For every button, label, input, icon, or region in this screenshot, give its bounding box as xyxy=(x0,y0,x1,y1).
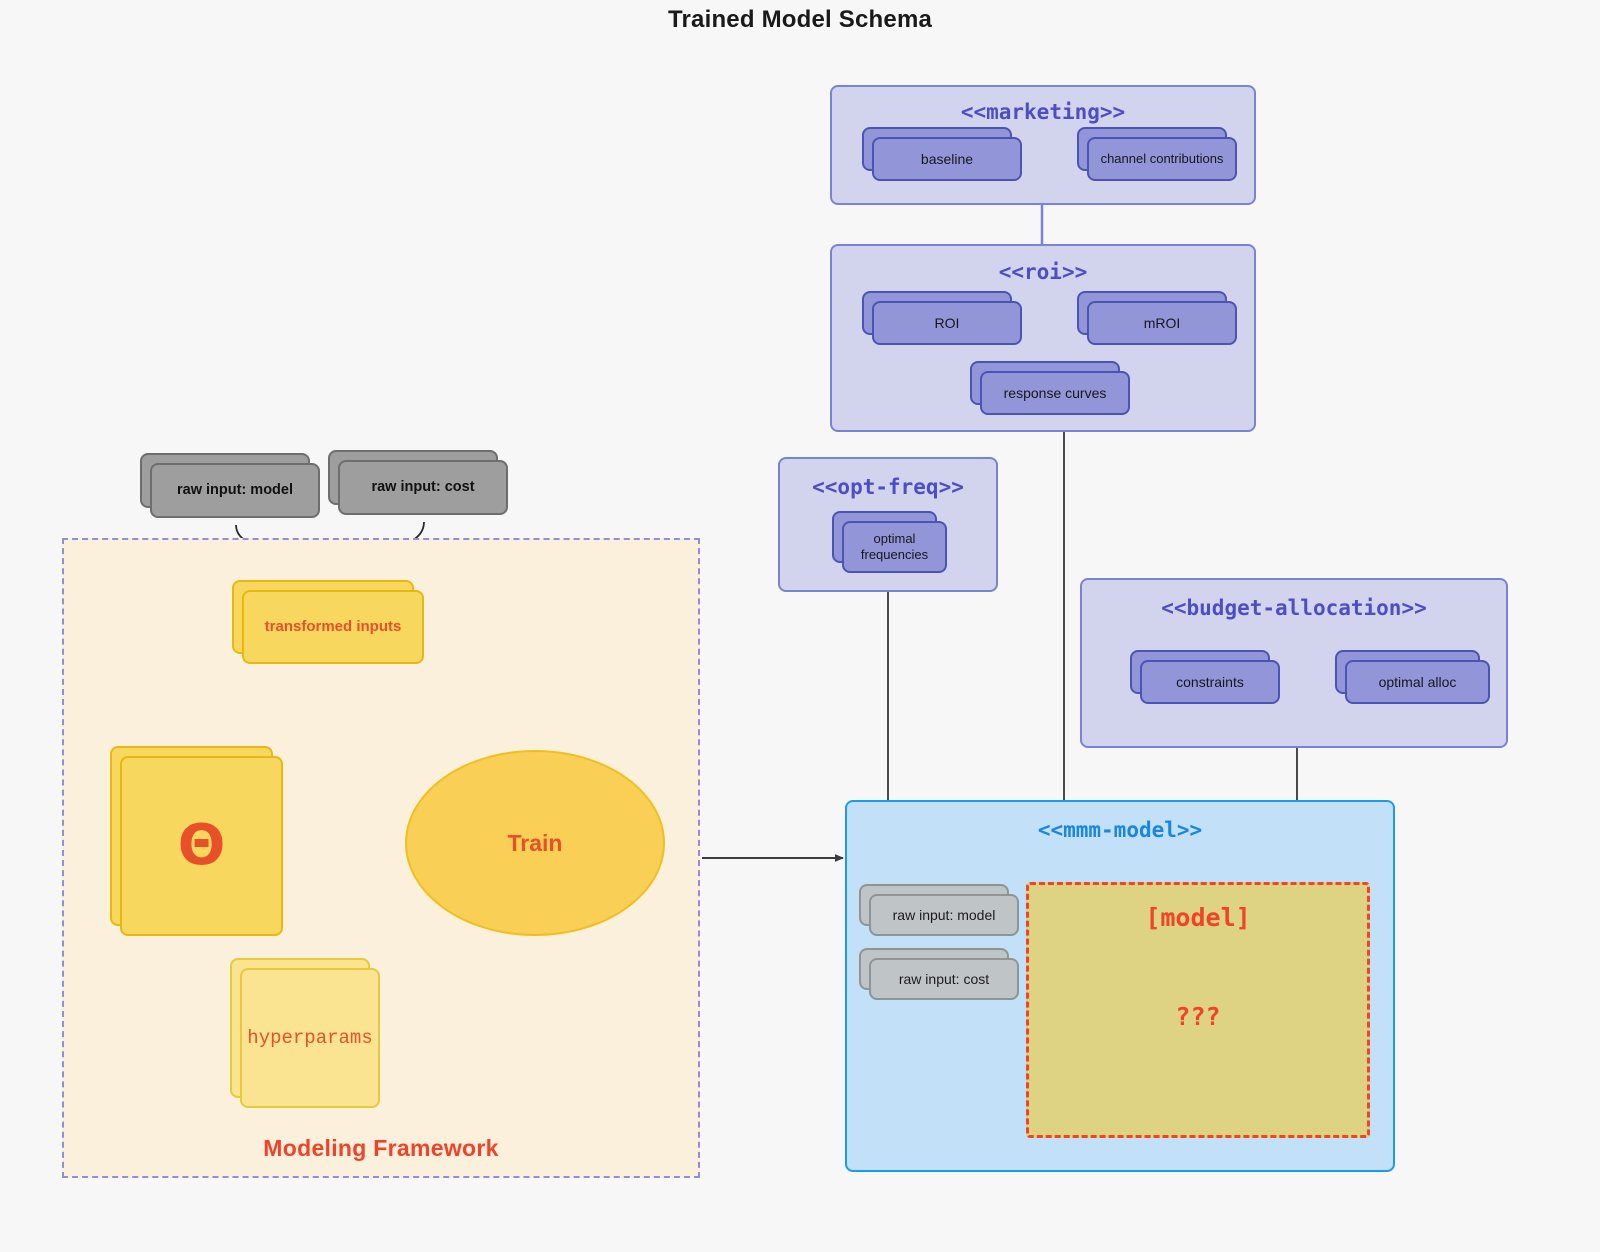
element-label: optimal frequencies xyxy=(860,531,929,562)
element-mroi[interactable]: mROI xyxy=(1077,291,1237,345)
element-response-curves[interactable]: response curves xyxy=(970,361,1130,415)
package-marketing[interactable]: <<marketing>> baseline channel contribut… xyxy=(830,85,1256,205)
card-face: response curves xyxy=(980,371,1130,415)
card-face: baseline xyxy=(872,137,1022,181)
element-label: optimal alloc xyxy=(1378,673,1457,690)
card-face: raw input: model xyxy=(150,463,320,518)
element-optimal-alloc[interactable]: optimal alloc xyxy=(1335,650,1490,704)
card-face: raw input: model xyxy=(869,894,1019,936)
card-face: Θ xyxy=(120,756,283,936)
element-baseline[interactable]: baseline xyxy=(862,127,1022,181)
external-raw-input-model[interactable]: raw input: model xyxy=(140,453,320,518)
element-roi[interactable]: ROI xyxy=(862,291,1022,345)
card-face: optimal alloc xyxy=(1345,660,1490,704)
card-face: transformed inputs xyxy=(242,590,424,664)
card-face: constraints xyxy=(1140,660,1280,704)
package-marketing-title: <<marketing>> xyxy=(960,100,1126,124)
element-label: raw input: cost xyxy=(898,970,990,987)
package-mmm-model-title: <<mmm-model>> xyxy=(1037,818,1203,842)
element-mmm-raw-input-model[interactable]: raw input: model xyxy=(859,884,1019,936)
element-mmm-raw-input-cost[interactable]: raw input: cost xyxy=(859,948,1019,1000)
transformed-inputs-card[interactable]: transformed inputs xyxy=(232,580,424,664)
element-label: baseline xyxy=(920,150,974,167)
element-label: channel contributions xyxy=(1100,151,1224,167)
element-label: transformed inputs xyxy=(264,618,402,635)
element-label: raw input: cost xyxy=(371,478,475,495)
hyperparams-card[interactable]: hyperparams xyxy=(230,958,380,1108)
train-process-node[interactable]: Train xyxy=(405,750,665,936)
element-label: mROI xyxy=(1143,314,1181,331)
model-placeholder-box[interactable]: [model] ??? xyxy=(1026,882,1370,1138)
element-optimal-frequencies[interactable]: optimal frequencies xyxy=(832,511,947,573)
package-budget-allocation[interactable]: <<budget-allocation>> constraints optima… xyxy=(1080,578,1508,748)
card-face: ROI xyxy=(872,301,1022,345)
modeling-framework-label: Modeling Framework xyxy=(263,1135,499,1161)
train-label: Train xyxy=(507,829,563,856)
card-face: mROI xyxy=(1087,301,1237,345)
external-raw-input-cost[interactable]: raw input: cost xyxy=(328,450,508,515)
element-label: hyperparams xyxy=(247,1026,373,1049)
element-label: raw input: model xyxy=(892,906,996,923)
package-budget-allocation-title: <<budget-allocation>> xyxy=(1161,596,1427,620)
element-label: constraints xyxy=(1176,673,1244,690)
package-roi-title: <<roi>> xyxy=(998,260,1088,284)
element-constraints[interactable]: constraints xyxy=(1130,650,1280,704)
card-face: optimal frequencies xyxy=(842,521,947,573)
card-face: channel contributions xyxy=(1087,137,1237,181)
card-face: raw input: cost xyxy=(869,958,1019,1000)
element-label: ROI xyxy=(934,314,960,331)
element-label: raw input: model xyxy=(177,481,293,498)
page-title: Trained Model Schema xyxy=(667,6,933,33)
package-roi[interactable]: <<roi>> ROI mROI response curves xyxy=(830,244,1256,432)
theta-parameters-card[interactable]: Θ xyxy=(110,746,283,936)
model-unknown-label: ??? xyxy=(1175,1002,1221,1031)
model-placeholder-label: [model] xyxy=(1145,903,1251,932)
package-opt-freq-title: <<opt-freq>> xyxy=(812,475,964,499)
card-face: hyperparams xyxy=(240,968,380,1108)
theta-symbol: Θ xyxy=(177,813,226,878)
package-opt-freq[interactable]: <<opt-freq>> optimal frequencies xyxy=(778,457,998,592)
element-label: response curves xyxy=(1003,384,1107,401)
card-face: raw input: cost xyxy=(338,460,508,515)
element-channel-contributions[interactable]: channel contributions xyxy=(1077,127,1237,181)
